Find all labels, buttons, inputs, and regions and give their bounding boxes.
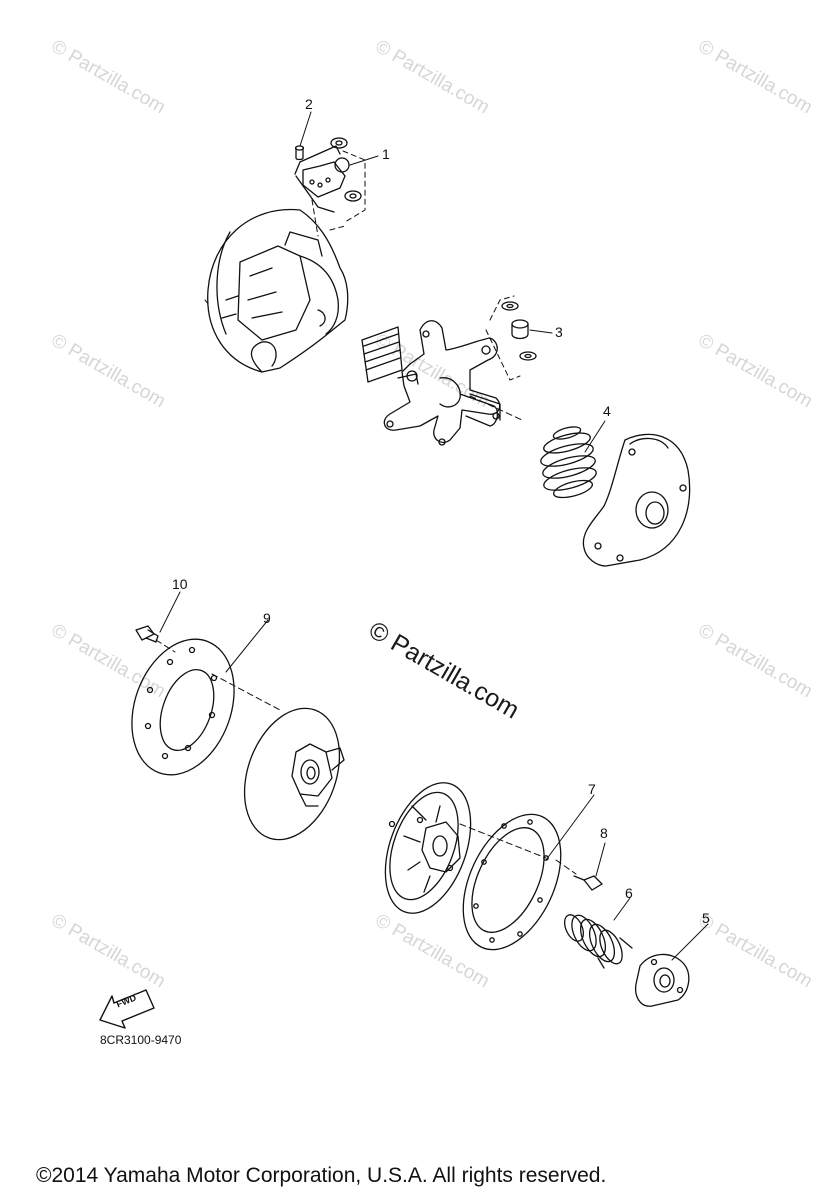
bolt-part-2 bbox=[294, 145, 305, 161]
spider-shaft bbox=[361, 320, 501, 446]
spring-part-4 bbox=[540, 426, 597, 499]
callout-8: 8 bbox=[600, 825, 608, 841]
fwd-arrow-icon bbox=[99, 989, 155, 1029]
callout-9: 9 bbox=[263, 610, 271, 626]
sliding-sheave bbox=[384, 782, 472, 914]
primary-sheave-casting bbox=[207, 208, 349, 373]
disc-part-7 bbox=[462, 813, 562, 951]
slider-part-3 bbox=[485, 295, 537, 381]
callout-6: 6 bbox=[625, 885, 633, 901]
callout-2: 2 bbox=[305, 96, 313, 112]
callout-1: 1 bbox=[382, 146, 390, 162]
callout-7: 7 bbox=[588, 781, 596, 797]
callout-5: 5 bbox=[702, 910, 710, 926]
callout-4: 4 bbox=[603, 403, 611, 419]
disc-part-9 bbox=[131, 638, 235, 776]
bushing-lower bbox=[344, 190, 362, 202]
copyright-notice: ©2014 Yamaha Motor Corporation, U.S.A. A… bbox=[36, 1164, 607, 1187]
spring-part-6 bbox=[563, 914, 633, 969]
bushing-upper bbox=[330, 137, 348, 149]
diagram-code: 8CR3100-9470 bbox=[100, 1033, 182, 1047]
spring-seat-part-5 bbox=[634, 953, 690, 1007]
callout-3: 3 bbox=[555, 324, 563, 340]
weight-arm-part-1 bbox=[294, 145, 350, 213]
bolt-part-8 bbox=[573, 875, 603, 891]
primary-cover bbox=[582, 433, 691, 567]
fixed-sheave bbox=[243, 707, 345, 841]
bolt-part-10 bbox=[135, 625, 159, 643]
callout-10: 10 bbox=[172, 576, 188, 592]
